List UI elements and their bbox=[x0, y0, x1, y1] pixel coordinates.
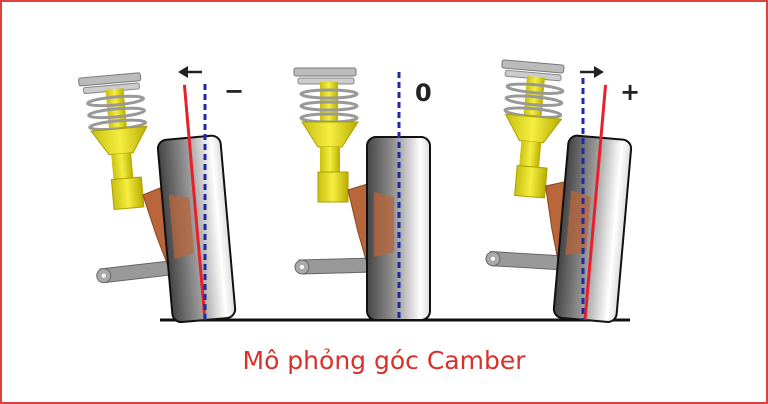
panel-zero-camber bbox=[292, 66, 431, 321]
camber-line bbox=[583, 84, 608, 321]
arrow-left-icon bbox=[178, 66, 202, 78]
caption: Mô phỏng góc Camber bbox=[242, 346, 526, 375]
camber-sign-zero: 0 bbox=[415, 79, 432, 107]
camber-sign-negative: − bbox=[224, 77, 244, 105]
panel-positive-camber bbox=[482, 58, 633, 324]
camber-line bbox=[182, 84, 207, 321]
camber-sign-positive: + bbox=[620, 78, 640, 106]
arrow-right-icon bbox=[580, 66, 604, 78]
panel-negative-camber bbox=[76, 68, 237, 324]
